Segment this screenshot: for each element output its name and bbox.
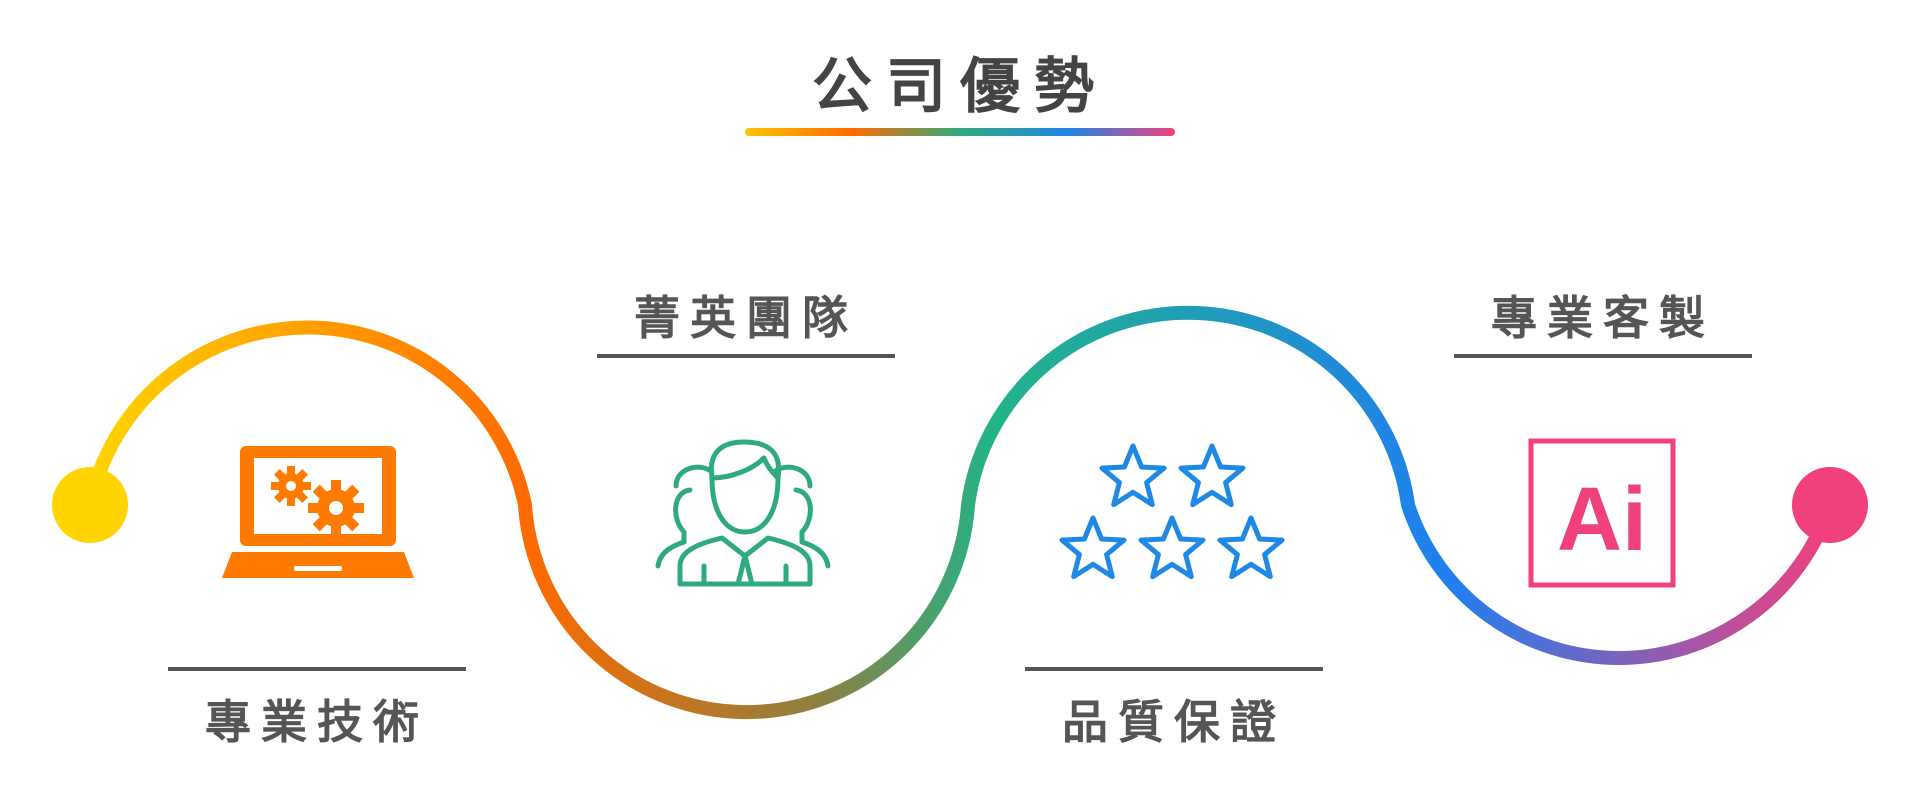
title-underline <box>745 128 1175 136</box>
ai-icon: Ai <box>1528 438 1676 588</box>
team-icon <box>655 439 831 587</box>
item-label-3: 品質保證 <box>1062 695 1286 749</box>
item-label-4: 專業客製 <box>1491 291 1715 345</box>
laptop-gears-icon <box>222 446 414 578</box>
item-label-1: 專業技術 <box>205 695 429 749</box>
wave-path <box>83 305 1837 720</box>
item-label-2: 菁英團隊 <box>634 291 858 345</box>
page-title: 公司優勢 <box>812 52 1108 122</box>
ai-icon-text: Ai <box>1557 470 1647 570</box>
start-dot <box>52 467 128 543</box>
end-dot <box>1792 467 1868 543</box>
stars-icon <box>1059 443 1285 580</box>
